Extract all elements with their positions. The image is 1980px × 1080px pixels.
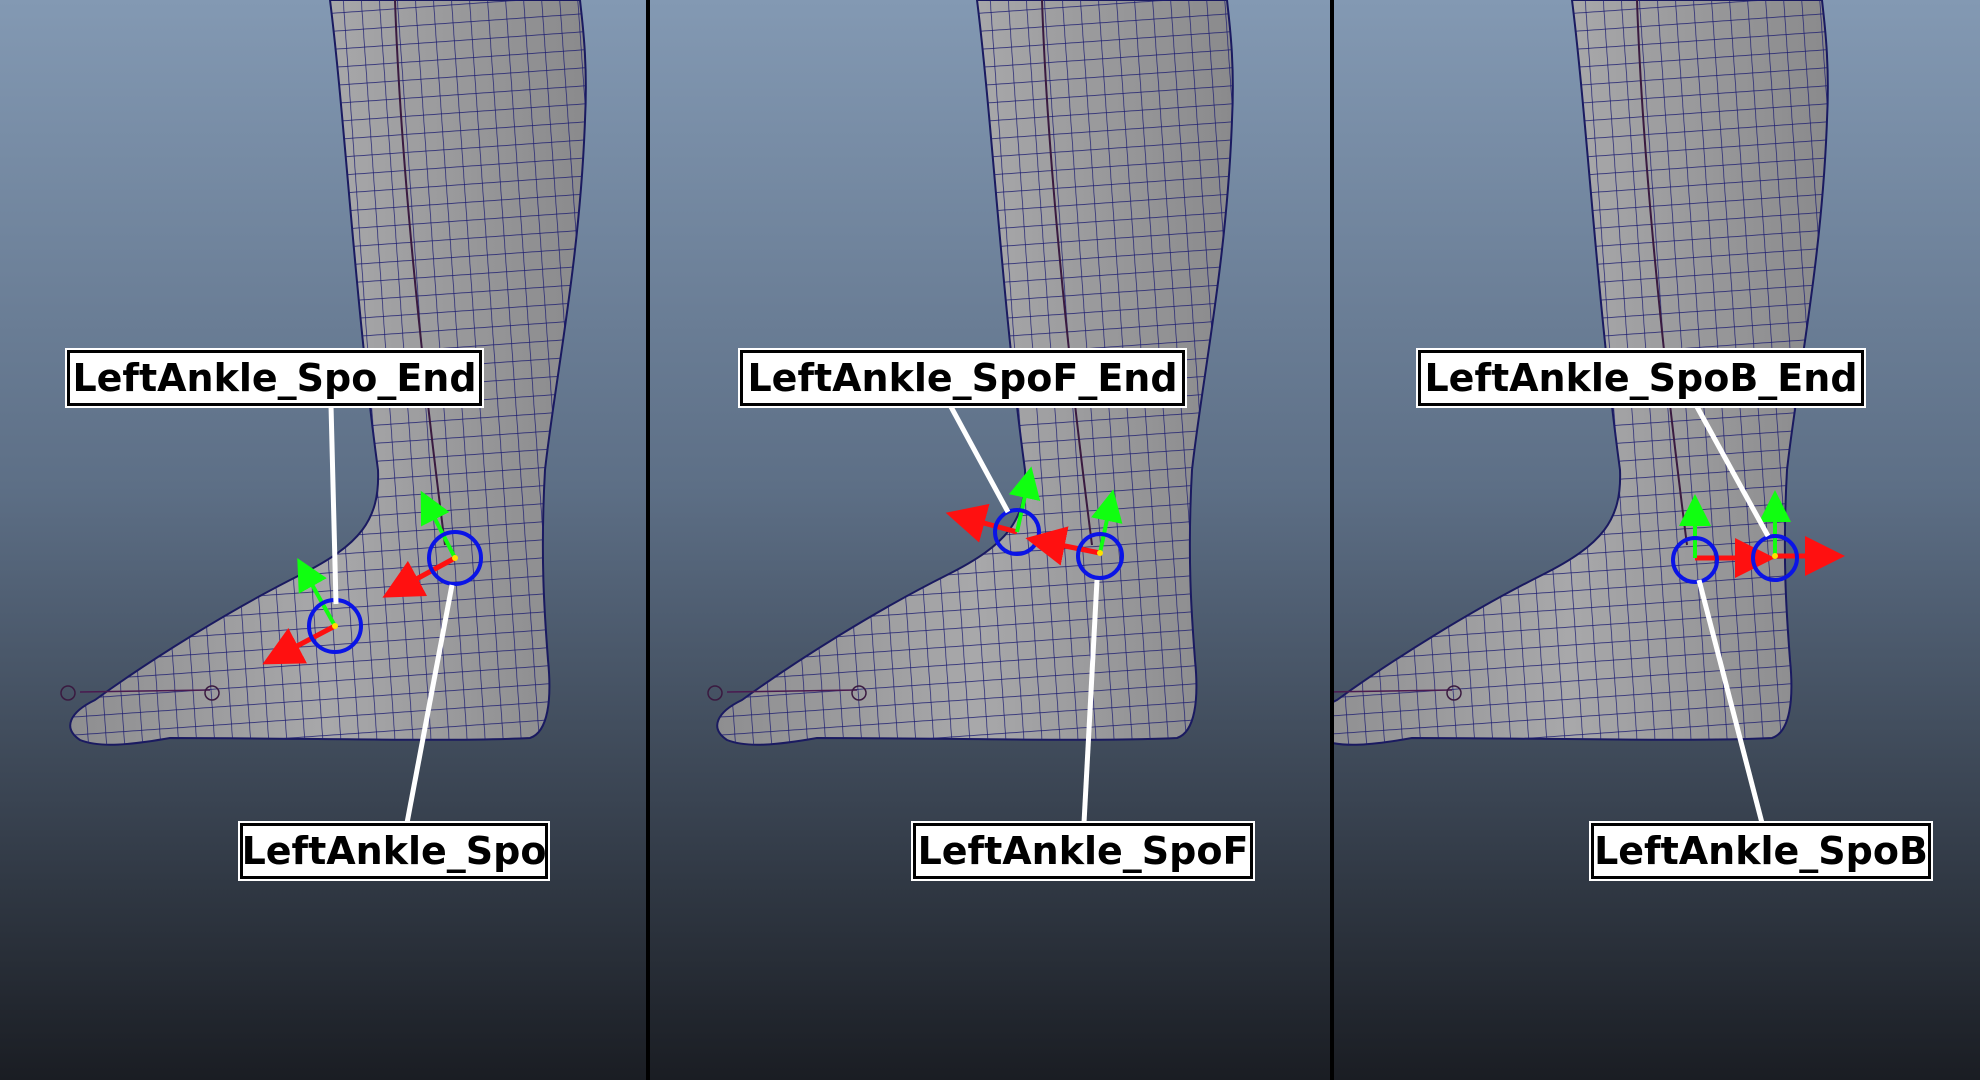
panel-spof bbox=[650, 0, 1330, 1080]
label-spob: LeftAnkle_SpoB bbox=[1589, 821, 1933, 881]
panel-spo bbox=[0, 0, 646, 1080]
label-spo: LeftAnkle_Spo bbox=[238, 821, 550, 881]
label-spob-end: LeftAnkle_SpoB_End bbox=[1416, 348, 1866, 408]
joint-gizmo-spob-end[interactable] bbox=[1751, 490, 1845, 582]
joint-gizmo-spo[interactable] bbox=[382, 490, 483, 598]
leader-line bbox=[1693, 403, 1771, 538]
leader-line bbox=[1081, 579, 1100, 824]
joint-gizmo-spof[interactable] bbox=[1025, 489, 1124, 580]
panel-spob bbox=[1334, 0, 1980, 1080]
leader-line bbox=[1696, 579, 1765, 824]
leader-line bbox=[328, 404, 339, 605]
label-spo-end: LeftAnkle_Spo_End bbox=[65, 348, 484, 408]
joint-gizmo-spob[interactable] bbox=[1671, 494, 1775, 584]
panel-divider bbox=[1330, 0, 1334, 1080]
label-spof-end: LeftAnkle_SpoF_End bbox=[738, 348, 1187, 408]
leader-line bbox=[947, 403, 1011, 514]
panel-divider bbox=[646, 0, 650, 1080]
label-spof: LeftAnkle_SpoF bbox=[911, 821, 1255, 881]
leader-line bbox=[404, 584, 455, 824]
